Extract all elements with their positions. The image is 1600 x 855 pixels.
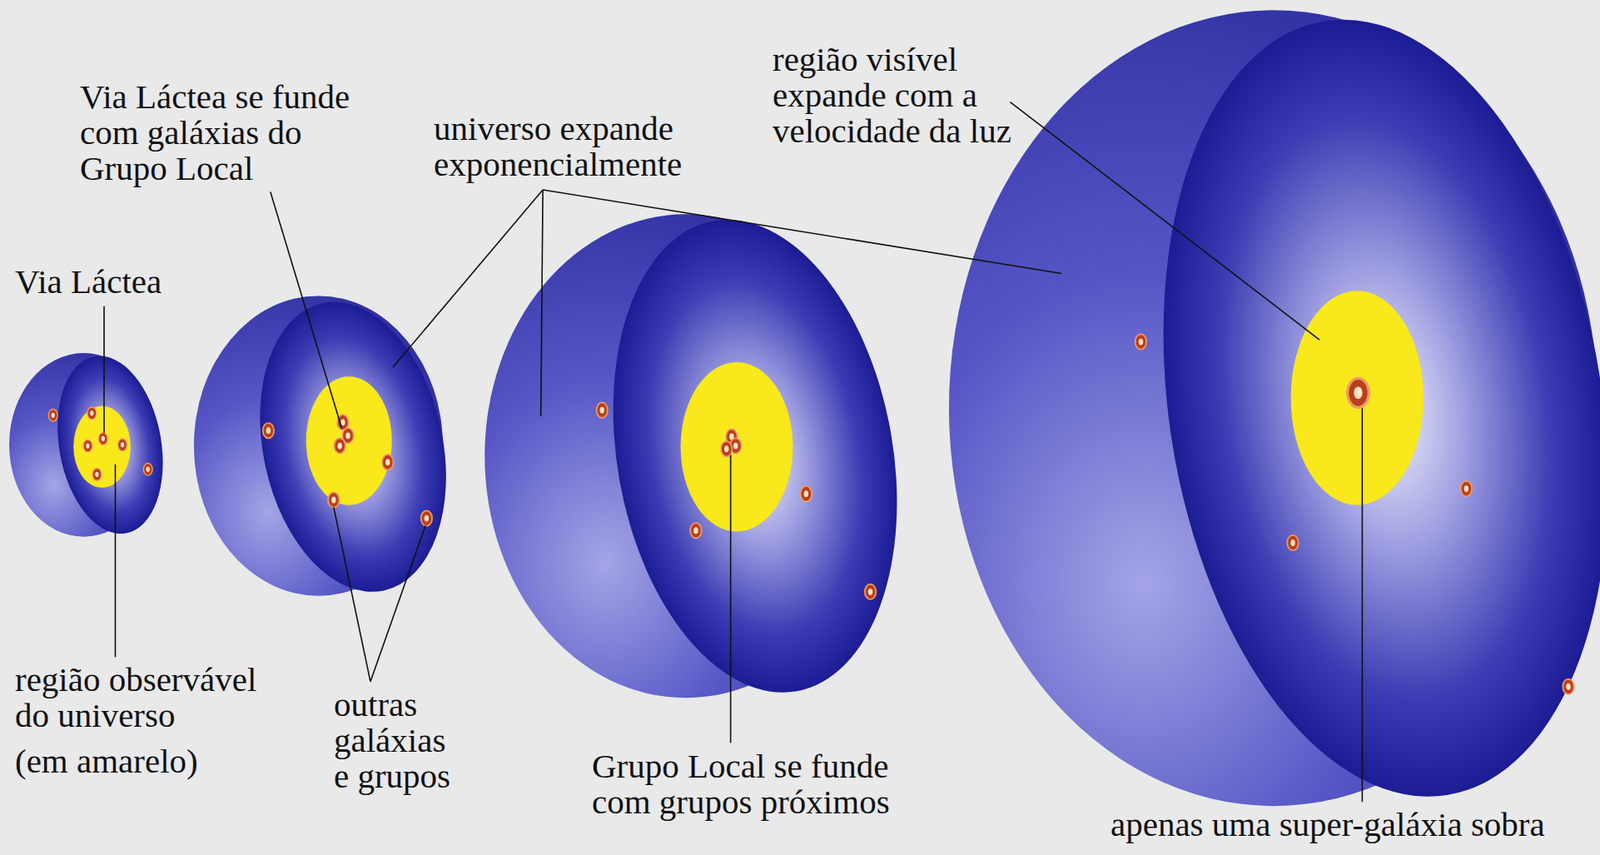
annotation-label: universo expande exponencialmente [433, 110, 709, 183]
annotation-label: Via Láctea se funde com galáxias do Grup… [79, 79, 376, 187]
universe-sphere [949, 0, 1600, 830]
universe-sphere [9, 347, 176, 542]
universe-sphere [484, 197, 933, 716]
annotation-label: (em amarelo) [14, 743, 199, 780]
annotation-label: Grupo Local se funde com grupos próximos [591, 748, 917, 820]
annotation-label: região visível expande com a velocidade … [772, 41, 1035, 150]
leader-lines [104, 102, 1362, 803]
annotation-label: Via Láctea [14, 263, 162, 300]
universe-sphere [193, 284, 472, 610]
annotation-label: apenas uma super-galáxia sobra [1110, 806, 1546, 843]
annotation-label: região observável do universo [14, 661, 282, 734]
annotation-label: outras galáxias e grupos [333, 686, 459, 795]
